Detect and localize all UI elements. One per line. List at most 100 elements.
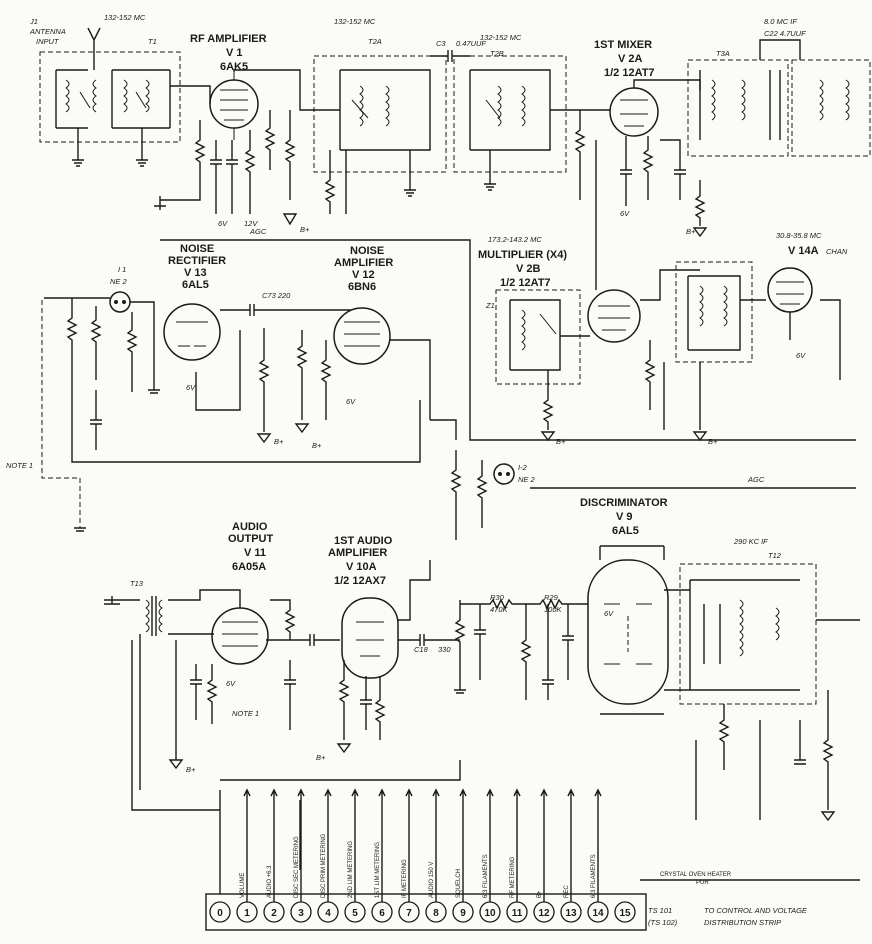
i1-label: I 1 [118, 265, 126, 274]
v13-tube [163, 303, 221, 361]
t2a-shield-box [313, 55, 447, 173]
c3-label: C3 [436, 39, 446, 48]
strip-wire-arrow [270, 788, 278, 797]
disc-v: V 9 [616, 511, 633, 523]
strip-wire-label: 6.3 FILAMENTS [483, 854, 489, 898]
strip-wire-arrow [540, 788, 548, 797]
terminal-number: 4 [325, 908, 331, 919]
audio-out-title-2: OUTPUT [228, 533, 274, 545]
input-freq-label: 132-152 MC [104, 13, 146, 22]
osc-freq-label: 30.8-35.8 MC [776, 231, 822, 240]
noise-rect-title-1: NOISE [180, 243, 214, 255]
terminal-14: 14 [587, 901, 609, 923]
t3b-shield-box [791, 59, 871, 157]
z1-label: Z1 [485, 301, 495, 310]
ne2-label: NE 2 [110, 277, 128, 286]
mult-v: V 2B [516, 263, 541, 275]
v2a-cathode-network [620, 136, 686, 206]
noise-amp-v: V 12 [352, 269, 375, 281]
terminal-number: 2 [271, 908, 277, 919]
disc-tube: 6AL5 [612, 525, 639, 537]
t1-label: T1 [148, 37, 157, 46]
v1-12v-label: 12V [244, 219, 258, 228]
terminal-10: 10 [479, 901, 501, 923]
terminal-4: 4 [317, 901, 339, 923]
mult-bplus-label: B+ [556, 437, 566, 446]
t1-shield-box [39, 51, 181, 143]
ts-desc-1: TO CONTROL AND VOLTAGE [704, 906, 808, 915]
strip-wire-arrow [567, 788, 575, 797]
input-label: INPUT [36, 37, 60, 46]
terminal-9: 9 [452, 901, 474, 923]
ne2-lamp-i2 [493, 463, 515, 485]
strip-wire-label: RF METERING [510, 856, 516, 898]
t3a-shield-box [687, 59, 789, 157]
ts-label-1: TS 101 [648, 906, 672, 915]
antenna-label: ANTENNA [29, 27, 66, 36]
terminal-number: 11 [512, 908, 523, 919]
strip-wire-label: SQUELCH [456, 869, 462, 898]
deemphasis-network [474, 604, 574, 700]
strip-wire-label: VOLUME [240, 873, 246, 898]
audio-out-tube: 6A05A [232, 561, 266, 573]
noise-rect-title-2: RECTIFIER [168, 255, 226, 267]
v13-6v-label: 6V [186, 383, 196, 392]
noise-amp-bplus: B+ [312, 441, 322, 450]
c73-label: C73 220 [262, 291, 291, 300]
noise-rect-v: V 13 [184, 267, 207, 279]
crystal-label: CRYSTAL OVEN HEATER [660, 872, 732, 878]
noise-rect-tube: 6AL5 [182, 279, 209, 291]
j1-label: J1 [29, 17, 38, 26]
strip-wire-arrow [324, 788, 332, 797]
note1b-label: NOTE 1 [232, 709, 259, 718]
ne2-lamp-i1 [109, 291, 131, 313]
t2b-coils [469, 69, 551, 151]
terminal-15: 15 [614, 901, 636, 923]
v9-tube [587, 559, 669, 705]
terminal-number: 13 [565, 908, 577, 919]
strip-wire-label: IF METERING [402, 859, 408, 898]
osc-bplus-label: B+ [708, 437, 718, 446]
audio-amp-bplus: B+ [316, 753, 326, 762]
t2a-coils [339, 69, 431, 151]
terminal-number: 7 [406, 908, 412, 919]
terminal-11: 11 [506, 901, 528, 923]
strip-wire-label: AUDIO 150 V [429, 862, 435, 898]
audio-amp-title-2: AMPLIFIER [328, 547, 387, 559]
disc-title: DISCRIMINATOR [580, 497, 668, 509]
strip-wire-arrow [351, 788, 359, 797]
t1-ground [72, 128, 84, 167]
v12-tube [333, 307, 391, 365]
terminal-6: 6 [371, 901, 393, 923]
audio-out-title-1: AUDIO [232, 521, 268, 533]
terminal-number: 1 [244, 908, 250, 919]
chan-label: CHAN [826, 247, 848, 256]
noise-amp-network [294, 330, 332, 434]
t1-coils [55, 69, 171, 129]
v1-bplus-label: B+ [300, 225, 310, 234]
note1-label: NOTE 1 [6, 461, 33, 470]
strip-wire-label: 1ST LIM METERING [375, 842, 381, 898]
antenna-symbol [87, 27, 101, 52]
ts-desc-2: DISTRIBUTION STRIP [704, 918, 781, 927]
if2-freq-label: 290 KC IF [733, 537, 768, 546]
strip-wire-arrow [513, 788, 521, 797]
strip-wire-label: 2ND LIM METERING [348, 841, 354, 898]
noise-amp-title-1: NOISE [350, 245, 384, 257]
terminal-5: 5 [344, 901, 366, 923]
v11-network [190, 599, 340, 730]
mult-freq-label: 173.2-143.2 MC [488, 235, 542, 244]
strip-wire-arrow [243, 788, 251, 797]
mult-title: MULTIPLIER (X4) [478, 249, 567, 261]
terminal-number: 9 [460, 908, 466, 919]
noise-amp-title-2: AMPLIFIER [334, 257, 393, 269]
t12-coils [689, 579, 800, 691]
terminal-12: 12 [533, 901, 555, 923]
i2-label: I-2 [518, 463, 528, 472]
terminal-number: 8 [433, 908, 439, 919]
audio-amp-v: V 10A [346, 561, 377, 573]
rf-amp-v: V 1 [226, 47, 243, 59]
terminal-13: 13 [560, 901, 582, 923]
